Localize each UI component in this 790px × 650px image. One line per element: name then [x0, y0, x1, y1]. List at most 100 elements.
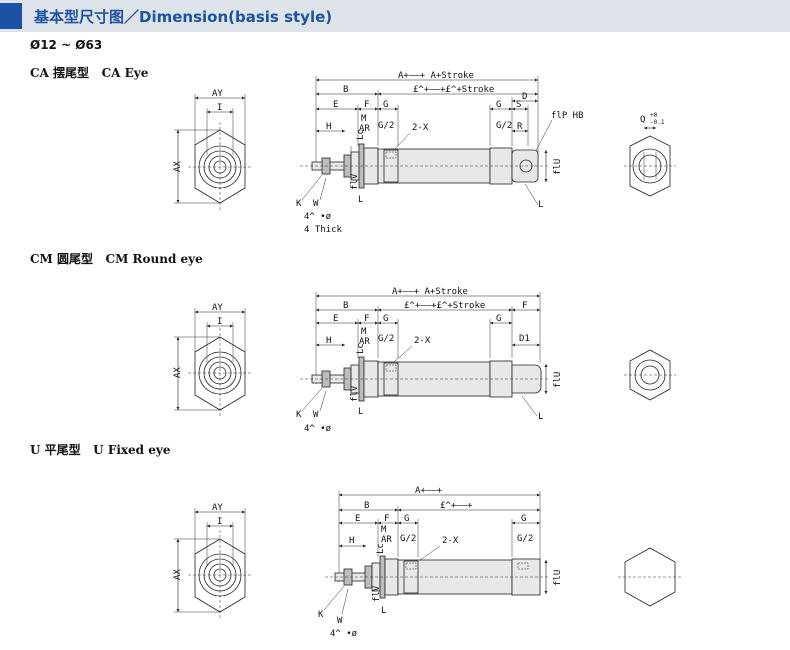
ca-g2-label: G [496, 100, 501, 110]
ca-f-label: F [364, 100, 369, 110]
ca-l-label: L [538, 200, 543, 210]
ca-e-label: E [333, 100, 338, 110]
u-h-label: H [349, 536, 354, 546]
cm-h-label: H [326, 336, 331, 346]
u-side-view: A+——+ £^+——+ B E F G G H M AR G/2 G/2 2-… [318, 486, 563, 639]
ca-front-view: AY I AX [173, 89, 252, 212]
cm-v-label: flV [350, 385, 360, 402]
u-x-label: 2-X [442, 536, 459, 546]
ca-lc-label: Lc [356, 129, 366, 140]
cm-g-label: G [383, 314, 388, 324]
cm-e-label: E [333, 314, 338, 324]
u-m-label: M [381, 525, 387, 535]
cm-ay-label: AY [212, 303, 223, 313]
cm-rear-hex [629, 349, 671, 401]
ca-n-label: 4^ •ø [304, 212, 332, 222]
u-v-label: flV [372, 585, 382, 602]
cm-lc-label: Lc [356, 343, 366, 354]
u-rear-view [618, 547, 682, 607]
ca-side-view: A+——+ A+Stroke £^+——+£^+Stroke B D E F G… [296, 71, 584, 235]
ca-rear-hex [629, 135, 671, 197]
u-section-title: U 平尾型 U Fixed eye [30, 443, 171, 457]
ca-h-label: H [326, 122, 331, 132]
cm-i-label: I [217, 317, 222, 327]
ca-l2-label: L [358, 195, 363, 205]
cm-d1-label: D1 [519, 334, 530, 344]
ca-i-label: I [217, 103, 222, 113]
header-accent-bar [0, 3, 22, 29]
u-g-label: G [404, 514, 409, 524]
u-l-label: L [381, 606, 386, 616]
cm-section-title: CM 圆尾型 CM Round eye [30, 252, 203, 266]
ca-d-label: D [522, 92, 527, 102]
cm-n-label: 4^ •ø [304, 424, 332, 434]
cm-l-label: L [538, 412, 543, 422]
cm-m-label: M [361, 327, 367, 337]
ca-p-label: flP HB [551, 111, 584, 121]
ca-c-total-label: £^+——+£^+Stroke [413, 85, 494, 95]
bore-range: Ø12 ~ Ø63 [30, 38, 103, 52]
u-e-label: E [355, 514, 360, 524]
u-u-label: flU [553, 570, 563, 586]
ca-gh-label: G/2 [378, 121, 394, 131]
u-w-label: W [337, 616, 343, 626]
cm-ax-label: AX [173, 367, 183, 378]
ca-s-label: S [516, 100, 521, 110]
cm-l2-label: L [358, 407, 363, 417]
ca-gh2-label: G/2 [496, 121, 512, 131]
u-front-view: AY I AX [173, 503, 252, 620]
ca-u-label: flU [553, 159, 563, 175]
ca-thick-label: 4 Thick [304, 225, 343, 235]
cm-a-total-label: A+——+ A+Stroke [392, 287, 468, 297]
cm-side-view: A+——+ A+Stroke £^+——+£^+Stroke B F E F G… [296, 287, 563, 434]
section-header: 基本型尺寸图／Dimension(basis style) [0, 0, 790, 32]
cm-c-total-label: £^+——+£^+Stroke [404, 301, 485, 311]
ca-q-label: Q [640, 115, 645, 125]
ca-r-label: R [517, 122, 523, 132]
ca-rear-view: Q +0 -0.1 [624, 112, 676, 197]
cm-rear-view [624, 349, 676, 401]
u-rear-hex [624, 547, 676, 607]
ca-k-label: K [296, 199, 302, 209]
ca-x-label: 2-X [412, 123, 429, 133]
u-ar-label: AR [381, 535, 392, 545]
cm-u-label: flU [553, 372, 563, 388]
u-n-label: 4^ •ø [330, 629, 358, 639]
u-b-label: B [364, 501, 369, 511]
cm-ar-label: AR [359, 337, 370, 347]
ca-ay-label: AY [212, 89, 223, 99]
ca-section-title: CA 摆尾型 CA Eye [30, 66, 149, 80]
ca-v-label: flV [350, 173, 360, 190]
u-g2-label: G [521, 514, 526, 524]
u-lc-label: Lc [376, 543, 386, 554]
u-f-label: F [384, 514, 389, 524]
cm-k-label: K [296, 410, 302, 420]
cm-front-view: AY I AX [173, 303, 252, 418]
cm-g2-label: G [496, 314, 501, 324]
u-c-total-label: £^+——+ [440, 501, 473, 511]
header-title: 基本型尺寸图／Dimension(basis style) [34, 8, 333, 26]
ca-ax-label: AX [173, 161, 183, 172]
ca-a-total-label: A+——+ A+Stroke [398, 71, 474, 81]
cm-b-label: B [343, 301, 348, 311]
u-i-label: I [217, 517, 222, 527]
cm-gh-label: G/2 [378, 334, 394, 344]
u-gh-label: G/2 [400, 534, 416, 544]
cm-w-label: W [313, 410, 319, 420]
u-k-label: K [318, 610, 324, 620]
ca-w-label: W [313, 199, 319, 209]
ca-q-tol-up: +0 [650, 112, 658, 119]
ca-m-label: M [361, 114, 367, 124]
cm-f-label: F [364, 314, 369, 324]
cm-f-right-label: F [522, 301, 527, 311]
u-gh2-label: G/2 [517, 534, 533, 544]
u-ay-label: AY [212, 503, 223, 513]
ca-q-tol-low: -0.1 [650, 119, 665, 126]
u-ax-label: AX [173, 569, 183, 580]
ca-g-label: G [383, 100, 388, 110]
ca-ar-label: AR [359, 124, 370, 134]
u-a-total-label: A+——+ [415, 486, 443, 496]
cm-x-label: 2-X [414, 336, 431, 346]
ca-b-label: B [343, 85, 348, 95]
